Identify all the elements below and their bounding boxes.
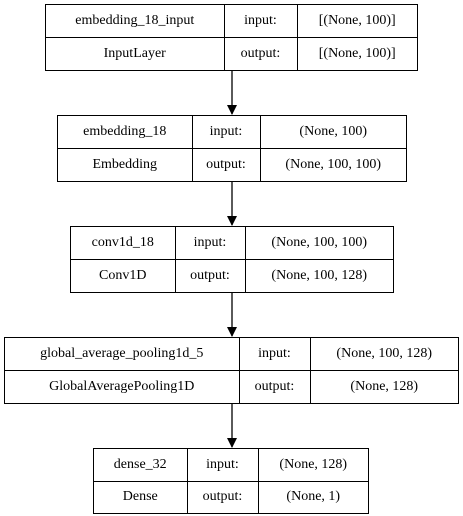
layer-type: GlobalAveragePooling1D <box>5 370 240 403</box>
input-shape: (None, 100, 100) <box>244 227 393 260</box>
output-shape: (None, 100, 128) <box>244 259 393 292</box>
layer-name: conv1d_18 <box>71 227 176 260</box>
input-shape: (None, 128) <box>257 449 368 482</box>
output-label: output: <box>191 148 261 181</box>
layer-node-conv1d: conv1d_18 input: (None, 100, 100) Conv1D… <box>70 226 394 293</box>
layer-node-input: embedding_18_input input: [(None, 100)] … <box>45 4 418 71</box>
layer-type: InputLayer <box>46 37 225 70</box>
input-label: input: <box>174 227 246 260</box>
layer-node-dense: dense_32 input: (None, 128) Dense output… <box>93 448 369 514</box>
input-label: input: <box>186 449 259 482</box>
input-shape: [(None, 100)] <box>296 5 417 38</box>
input-label: input: <box>238 338 311 371</box>
output-label: output: <box>223 37 298 70</box>
layer-type: Conv1D <box>71 259 176 292</box>
input-shape: (None, 100) <box>259 116 406 149</box>
output-shape: (None, 1) <box>257 480 368 513</box>
output-label: output: <box>238 370 311 403</box>
layer-name: dense_32 <box>94 449 188 482</box>
layer-name: embedding_18_input <box>46 5 225 38</box>
input-label: input: <box>223 5 298 38</box>
output-shape: (None, 100, 100) <box>259 148 406 181</box>
layer-node-global-average-pooling: global_average_pooling1d_5 input: (None,… <box>4 337 459 404</box>
output-label: output: <box>186 480 259 513</box>
output-label: output: <box>174 259 246 292</box>
input-shape: (None, 100, 128) <box>309 338 458 371</box>
layer-type: Embedding <box>58 148 193 181</box>
input-label: input: <box>191 116 261 149</box>
layer-name: embedding_18 <box>58 116 193 149</box>
layer-node-embedding: embedding_18 input: (None, 100) Embeddin… <box>57 115 407 182</box>
output-shape: [(None, 100)] <box>296 37 417 70</box>
output-shape: (None, 128) <box>309 370 458 403</box>
layer-type: Dense <box>94 480 188 513</box>
layer-name: global_average_pooling1d_5 <box>5 338 240 371</box>
